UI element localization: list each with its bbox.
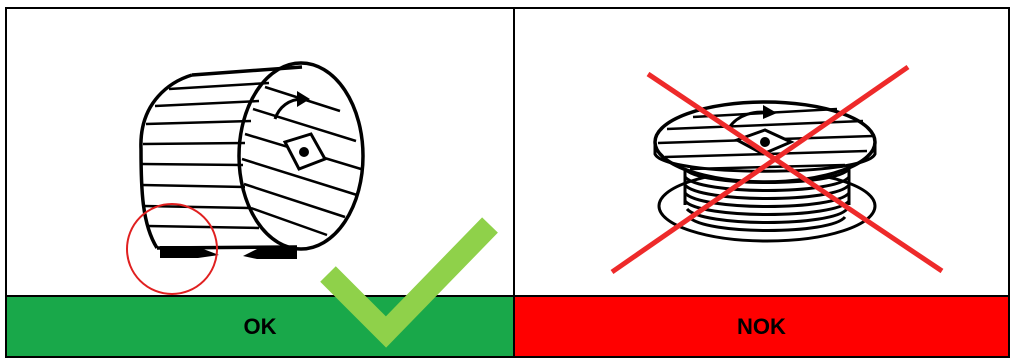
nok-label: NOK (737, 314, 786, 340)
nok-illustration-cell (515, 9, 1008, 295)
ok-illustration-cell (7, 9, 515, 295)
ok-label-cell: OK (7, 295, 515, 356)
nok-label-cell: NOK (515, 295, 1008, 356)
ok-label: OK (244, 314, 277, 340)
upright-drum-illustration (7, 9, 513, 295)
flat-drum-illustration (515, 9, 1010, 295)
comparison-table: OK NOK (5, 7, 1010, 358)
